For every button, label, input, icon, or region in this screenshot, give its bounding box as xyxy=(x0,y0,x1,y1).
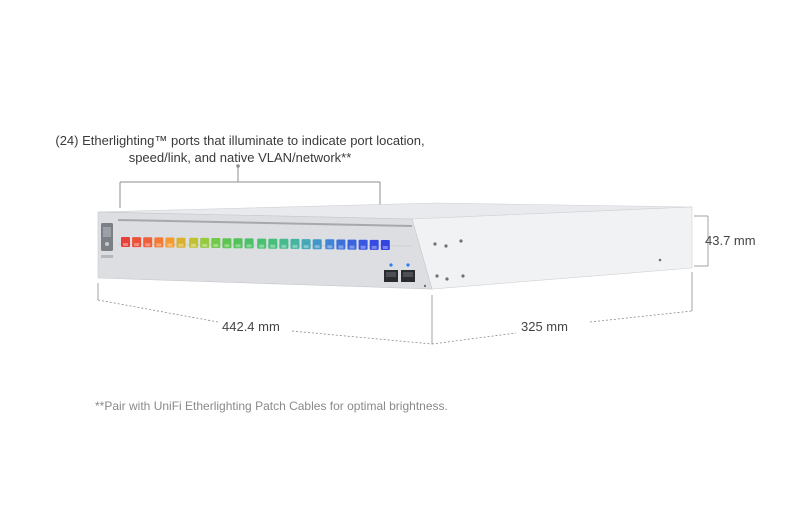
sfp-indicator-2 xyxy=(406,263,410,267)
front-vent xyxy=(118,219,412,227)
ethernet-port-11 xyxy=(233,238,243,249)
ethernet-port-socket-3 xyxy=(145,243,151,247)
footnote: **Pair with UniFi Etherlighting Patch Ca… xyxy=(95,399,448,413)
ethernet-port-1 xyxy=(121,237,130,247)
ethernet-port-socket-6 xyxy=(178,243,184,247)
ethernet-port-10 xyxy=(222,238,232,249)
ethernet-port-21 xyxy=(347,239,357,250)
ethernet-port-22 xyxy=(358,239,368,250)
ethernet-port-socket-5 xyxy=(167,243,173,247)
ethernet-port-3 xyxy=(143,237,153,248)
ethernet-port-socket-20 xyxy=(338,245,344,249)
ethernet-port-socket-11 xyxy=(235,244,241,248)
ethernet-port-24 xyxy=(380,240,390,250)
ethernet-port-15 xyxy=(279,238,289,249)
ethernet-port-socket-13 xyxy=(259,244,265,248)
ethernet-port-23 xyxy=(369,239,379,250)
ethernet-port-socket-7 xyxy=(191,243,197,247)
ethernet-port-socket-10 xyxy=(224,244,230,248)
sfp-indicator-1 xyxy=(389,263,393,267)
ethernet-port-socket-23 xyxy=(371,245,377,249)
side-screws xyxy=(423,239,662,288)
ethernet-port-socket-2 xyxy=(134,243,140,247)
callout-line-2: speed/link, and native VLAN/network** xyxy=(128,150,352,165)
ethernet-port-20 xyxy=(336,239,346,250)
height-dimension: 43.7 mm xyxy=(705,233,756,248)
depth-dimension: 325 mm xyxy=(521,319,568,334)
ethernet-port-8 xyxy=(200,237,210,248)
sfp-ports xyxy=(384,263,415,282)
chassis-front xyxy=(97,211,433,290)
dimension-lines xyxy=(97,215,709,345)
ethernet-port-7 xyxy=(189,237,199,248)
ethernet-port-socket-24 xyxy=(382,246,388,249)
ethernet-port-socket-9 xyxy=(213,244,219,247)
ethernet-port-4 xyxy=(154,237,164,248)
ethernet-port-18 xyxy=(312,239,322,250)
etherlighting-ports xyxy=(121,237,390,250)
ethernet-port-socket-22 xyxy=(360,245,366,249)
ethernet-port-2 xyxy=(132,237,142,248)
ethernet-port-socket-14 xyxy=(270,244,276,248)
ethernet-port-socket-12 xyxy=(246,244,252,248)
ethernet-port-socket-21 xyxy=(349,245,355,249)
ports-callout: (24) Etherlighting™ ports that illuminat… xyxy=(0,132,480,166)
ethernet-port-16 xyxy=(290,238,300,249)
ethernet-port-6 xyxy=(176,237,186,248)
ethernet-port-5 xyxy=(165,237,175,248)
ethernet-port-socket-1 xyxy=(123,243,128,246)
callout-line-1: (24) Etherlighting™ ports that illuminat… xyxy=(55,133,425,148)
width-dimension: 442.4 mm xyxy=(222,319,280,334)
ethernet-port-12 xyxy=(244,238,254,249)
ethernet-port-socket-8 xyxy=(202,243,208,247)
ethernet-port-socket-17 xyxy=(303,245,309,249)
callout-dot xyxy=(236,164,240,168)
ethernet-port-socket-18 xyxy=(314,245,320,249)
ethernet-port-13 xyxy=(257,238,267,249)
ethernet-port-socket-19 xyxy=(327,245,333,249)
ethernet-port-socket-4 xyxy=(156,243,162,247)
ethernet-port-9 xyxy=(211,238,221,248)
ethernet-port-19 xyxy=(325,239,335,250)
ethernet-port-14 xyxy=(268,238,278,249)
ethernet-port-socket-15 xyxy=(281,244,287,248)
display-screen xyxy=(103,227,111,237)
chassis-side xyxy=(411,206,693,290)
ethernet-port-socket-16 xyxy=(292,244,298,248)
ethernet-port-17 xyxy=(301,239,311,250)
